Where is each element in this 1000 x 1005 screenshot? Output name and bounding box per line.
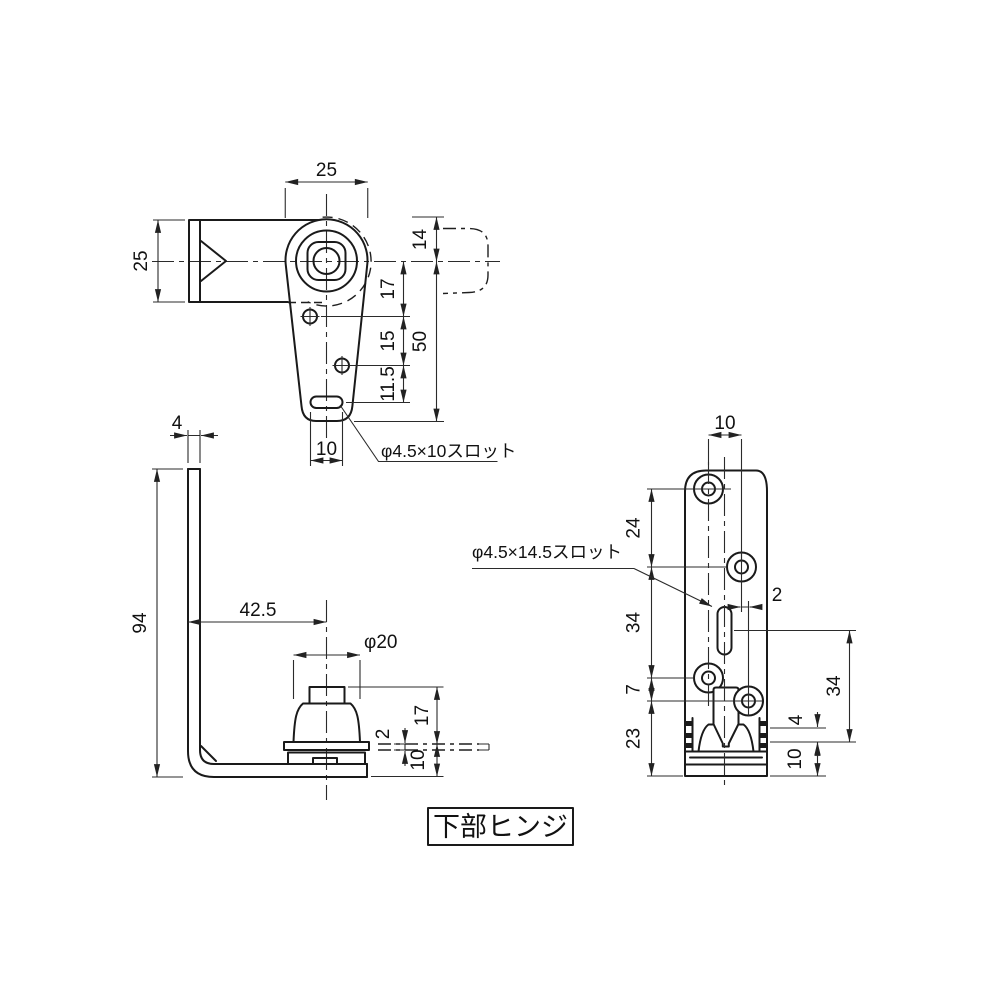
dim-base: 10: [408, 749, 429, 770]
pivot-square-socket: [306, 241, 347, 281]
washer-plate: [283, 741, 370, 751]
side-wall-tabs: [685, 721, 767, 748]
dim-ext-lines: [187, 430, 201, 463]
dim-hole-pitch: 10: [714, 413, 735, 434]
arm-outline: [188, 219, 319, 303]
dim-height: 94: [130, 612, 151, 634]
dim-clearance: 2: [373, 729, 394, 740]
dim-ext-lines: [394, 743, 416, 751]
phantom-door-profile: [442, 227, 489, 295]
screw-hole-b-crosshair: [332, 356, 352, 375]
slot-note-top-view: φ4.5×10スロット: [381, 441, 516, 461]
base-section-lines: [684, 750, 768, 766]
dim-top-width: 25: [316, 160, 337, 181]
dim-34-left: 34: [624, 612, 645, 634]
screw-hole-a-crosshair: [300, 307, 320, 326]
dim-slot-length: 10: [316, 439, 337, 460]
top-view: 25 25 17 15 11.5 14 50 10 φ4.5×10スロット: [131, 160, 516, 466]
base-plate: [287, 751, 366, 765]
pivot-hole: [312, 247, 341, 275]
dim-ext-lines: [647, 488, 734, 777]
title-block: 下部ヒンジ: [427, 807, 574, 846]
dome-section: [697, 723, 755, 753]
dim-ext-lines: [309, 412, 344, 466]
mount-plate-outline: [684, 469, 768, 777]
dim-24: 24: [624, 517, 645, 539]
dim-34-right: 34: [824, 675, 845, 697]
dim-ext-lines: [348, 686, 444, 778]
dim-14: 14: [410, 229, 431, 251]
dim-ext-lines: [734, 629, 856, 777]
dim-23: 23: [624, 728, 645, 749]
arm-direction-mark: [200, 240, 227, 282]
bracket-end-edges: [187, 468, 368, 778]
dim-ext-lines: [292, 660, 361, 699]
dim-offset-2: 2: [772, 585, 783, 606]
dim-boss-diameter: φ20: [364, 632, 397, 653]
side-view: 4 94 42.5 φ20 17 2 10: [130, 413, 490, 800]
pivot-pin-cylinder: [308, 686, 346, 705]
dim-50: 50: [410, 331, 431, 352]
dim-ext-lines: [707, 439, 743, 563]
slot-leader-line: [472, 567, 713, 607]
hole-4-crosshair: [734, 687, 763, 716]
dim-thickness: 4: [172, 413, 183, 434]
dim-ext-lines: [321, 315, 410, 404]
pivot-boss-circle: [295, 229, 358, 293]
dim-left-height: 25: [131, 250, 152, 271]
phantom-track-strip: [378, 743, 479, 751]
phantom-swing-arc: [307, 216, 372, 307]
phantom-strip-end: [479, 743, 490, 751]
slot-tab: [312, 757, 338, 765]
slot-leader-line: [339, 404, 498, 463]
dim-17: 17: [378, 278, 399, 299]
dim-4: 4: [786, 714, 807, 725]
dim-11-5: 11.5: [378, 366, 399, 402]
dim-ext-lines: [284, 188, 369, 218]
dim-15: 15: [378, 330, 399, 351]
dim-pin-height: 17: [412, 705, 433, 726]
slot-note-right-view: φ4.5×14.5スロット: [472, 542, 622, 562]
mounting-slot: [309, 395, 344, 409]
drawing-title: 下部ヒンジ: [433, 812, 568, 842]
title-box: [427, 807, 574, 846]
bracket-outer-edge: [187, 468, 368, 778]
pivot-pin-section: [712, 686, 740, 748]
bracket-inner-edge: [199, 468, 368, 765]
boss-dome: [292, 702, 361, 743]
dim-ext-lines: [740, 551, 750, 687]
bend-fillet: [200, 745, 217, 762]
dim-offset: 42.5: [240, 600, 277, 621]
dim-10: 10: [785, 748, 806, 769]
hinge-plate-outline: [284, 218, 369, 422]
right-view: 10 24 34 7 23 2 34 4 10 φ4.5×14.5スロット: [472, 413, 856, 788]
dim-7: 7: [624, 684, 645, 695]
